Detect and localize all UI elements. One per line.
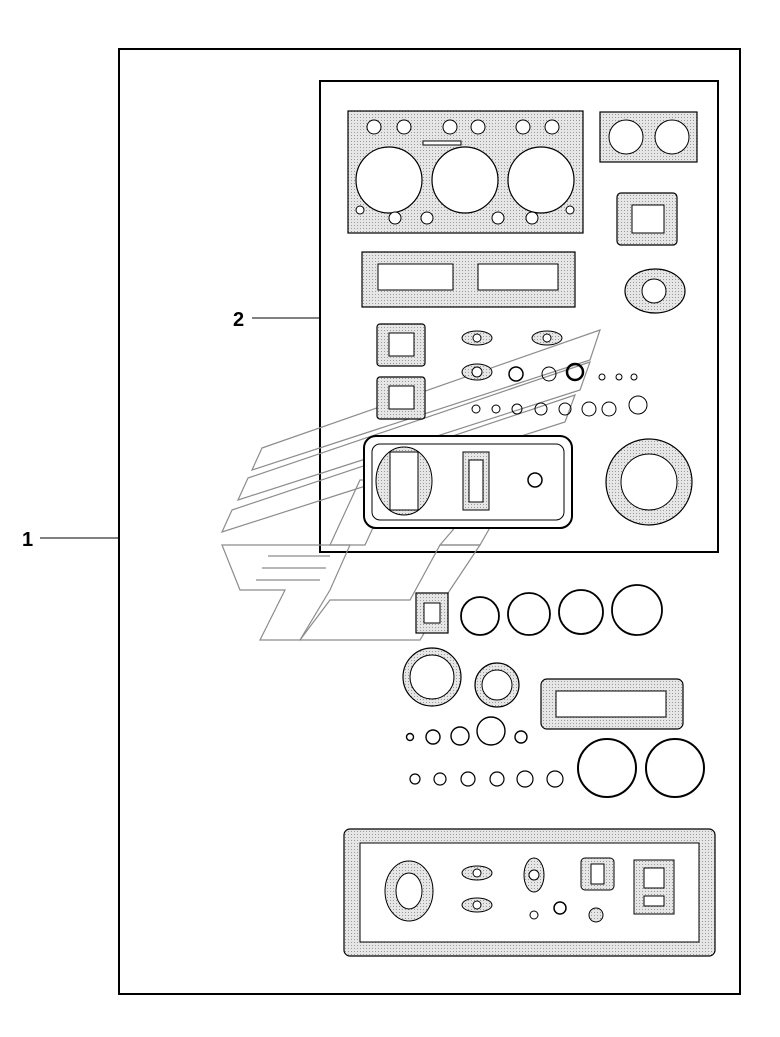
round-flange-gasket xyxy=(605,438,693,526)
oval-flange-gasket xyxy=(624,268,686,314)
small-o-rings-row-2 xyxy=(409,770,564,788)
exhaust-port-gasket-upper xyxy=(376,323,426,367)
large-o-rings-row xyxy=(460,584,663,636)
callout-1-label: 1 xyxy=(22,529,34,551)
small-square-flange xyxy=(415,592,449,634)
water-rail-gasket xyxy=(540,678,684,730)
square-flange-gasket xyxy=(616,192,678,246)
cylinder-liner-seals xyxy=(577,738,705,798)
small-flange-gaskets xyxy=(461,330,563,381)
timing-seal-rings xyxy=(402,647,520,708)
callout-2-label: 2 xyxy=(233,309,245,331)
exhaust-port-gasket-lower xyxy=(376,376,426,420)
o-rings-set-2 xyxy=(471,362,648,417)
valve-cover-gasket xyxy=(363,435,573,529)
twin-port-gasket xyxy=(599,111,698,163)
oil-pan-gasket xyxy=(343,828,716,957)
manifold-gasket xyxy=(361,251,576,308)
cylinder-head-gasket xyxy=(347,110,584,234)
small-o-rings-row-1 xyxy=(405,716,528,746)
outer-kit-frame xyxy=(118,48,741,995)
inner-set-frame xyxy=(319,80,719,553)
